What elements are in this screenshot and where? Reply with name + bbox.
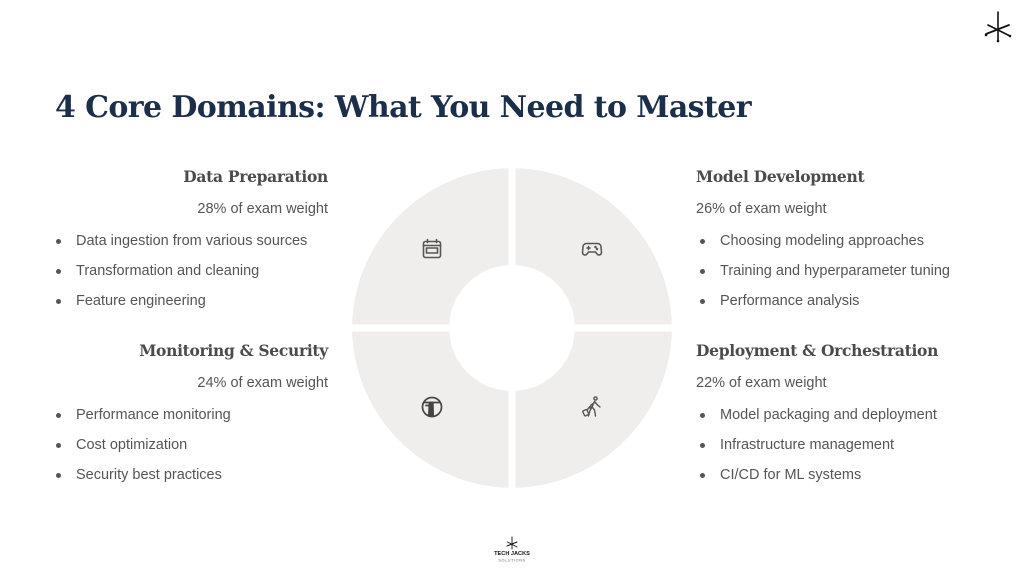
- traveler-with-luggage-icon: [582, 396, 601, 417]
- domain-weight: 22% of exam weight: [696, 375, 827, 391]
- domain-model-development: Model Development 26% of exam weight Cho…: [696, 166, 986, 320]
- segment-data-preparation: [352, 168, 509, 325]
- domain-topics: Model packaging and deployment Infrastru…: [696, 404, 986, 494]
- domain-topics: Choosing modeling approaches Training an…: [696, 230, 986, 320]
- domain-title: Monitoring & Security: [139, 341, 328, 360]
- star-logo-icon: [984, 11, 1012, 43]
- domain-data-preparation: Data Preparation 28% of exam weight Data…: [38, 166, 328, 320]
- bullet-icon: [700, 239, 705, 244]
- bullet-icon: [56, 413, 61, 418]
- bullet-icon: [700, 299, 705, 304]
- domain-title: Deployment & Orchestration: [696, 341, 939, 360]
- bullet-icon: [700, 269, 705, 274]
- gamepad-icon: [581, 242, 603, 256]
- tech-jacks-logo-icon: TECH JACKS SOLUTIONS: [494, 536, 530, 563]
- bullet-icon: [56, 299, 61, 304]
- domain-deployment-orchestration: Deployment & Orchestration 22% of exam w…: [696, 340, 986, 494]
- bullet-icon: [56, 269, 61, 274]
- list-item: Cost optimization: [52, 434, 328, 464]
- footer-brand-name: TECH JACKS: [494, 551, 530, 557]
- domain-weight: 28% of exam weight: [197, 201, 328, 217]
- list-item: Data ingestion from various sources: [52, 230, 328, 260]
- list-item: Training and hyperparameter tuning: [696, 260, 986, 290]
- list-item: Feature engineering: [52, 290, 328, 320]
- domains-donut-diagram: [352, 168, 672, 488]
- list-item: CI/CD for ML systems: [696, 464, 986, 494]
- list-item: Transformation and cleaning: [52, 260, 328, 290]
- domain-topics: Data ingestion from various sources Tran…: [52, 230, 328, 320]
- domain-monitoring-security: Monitoring & Security 24% of exam weight…: [38, 340, 328, 494]
- domain-weight: 24% of exam weight: [197, 375, 328, 391]
- bullet-icon: [56, 473, 61, 478]
- list-item: Model packaging and deployment: [696, 404, 986, 434]
- list-item: Performance analysis: [696, 290, 986, 320]
- domain-title: Model Development: [696, 167, 865, 186]
- bullet-icon: [56, 239, 61, 244]
- slide-title: 4 Core Domains: What You Need to Master: [55, 90, 752, 125]
- bullet-icon: [700, 443, 705, 448]
- segment-model-development: [515, 168, 672, 325]
- list-item: Choosing modeling approaches: [696, 230, 986, 260]
- bullet-icon: [700, 413, 705, 418]
- domain-title: Data Preparation: [183, 167, 328, 186]
- list-item: Infrastructure management: [696, 434, 986, 464]
- calendar-icon: [422, 238, 442, 259]
- footer-brand-tagline: SOLUTIONS: [498, 559, 525, 563]
- bullet-icon: [700, 473, 705, 478]
- list-item: Performance monitoring: [52, 404, 328, 434]
- domain-weight: 26% of exam weight: [696, 201, 827, 217]
- bullet-icon: [56, 443, 61, 448]
- domain-topics: Performance monitoring Cost optimization…: [52, 404, 328, 494]
- list-item: Security best practices: [52, 464, 328, 494]
- lighthouse-icon: [421, 396, 443, 418]
